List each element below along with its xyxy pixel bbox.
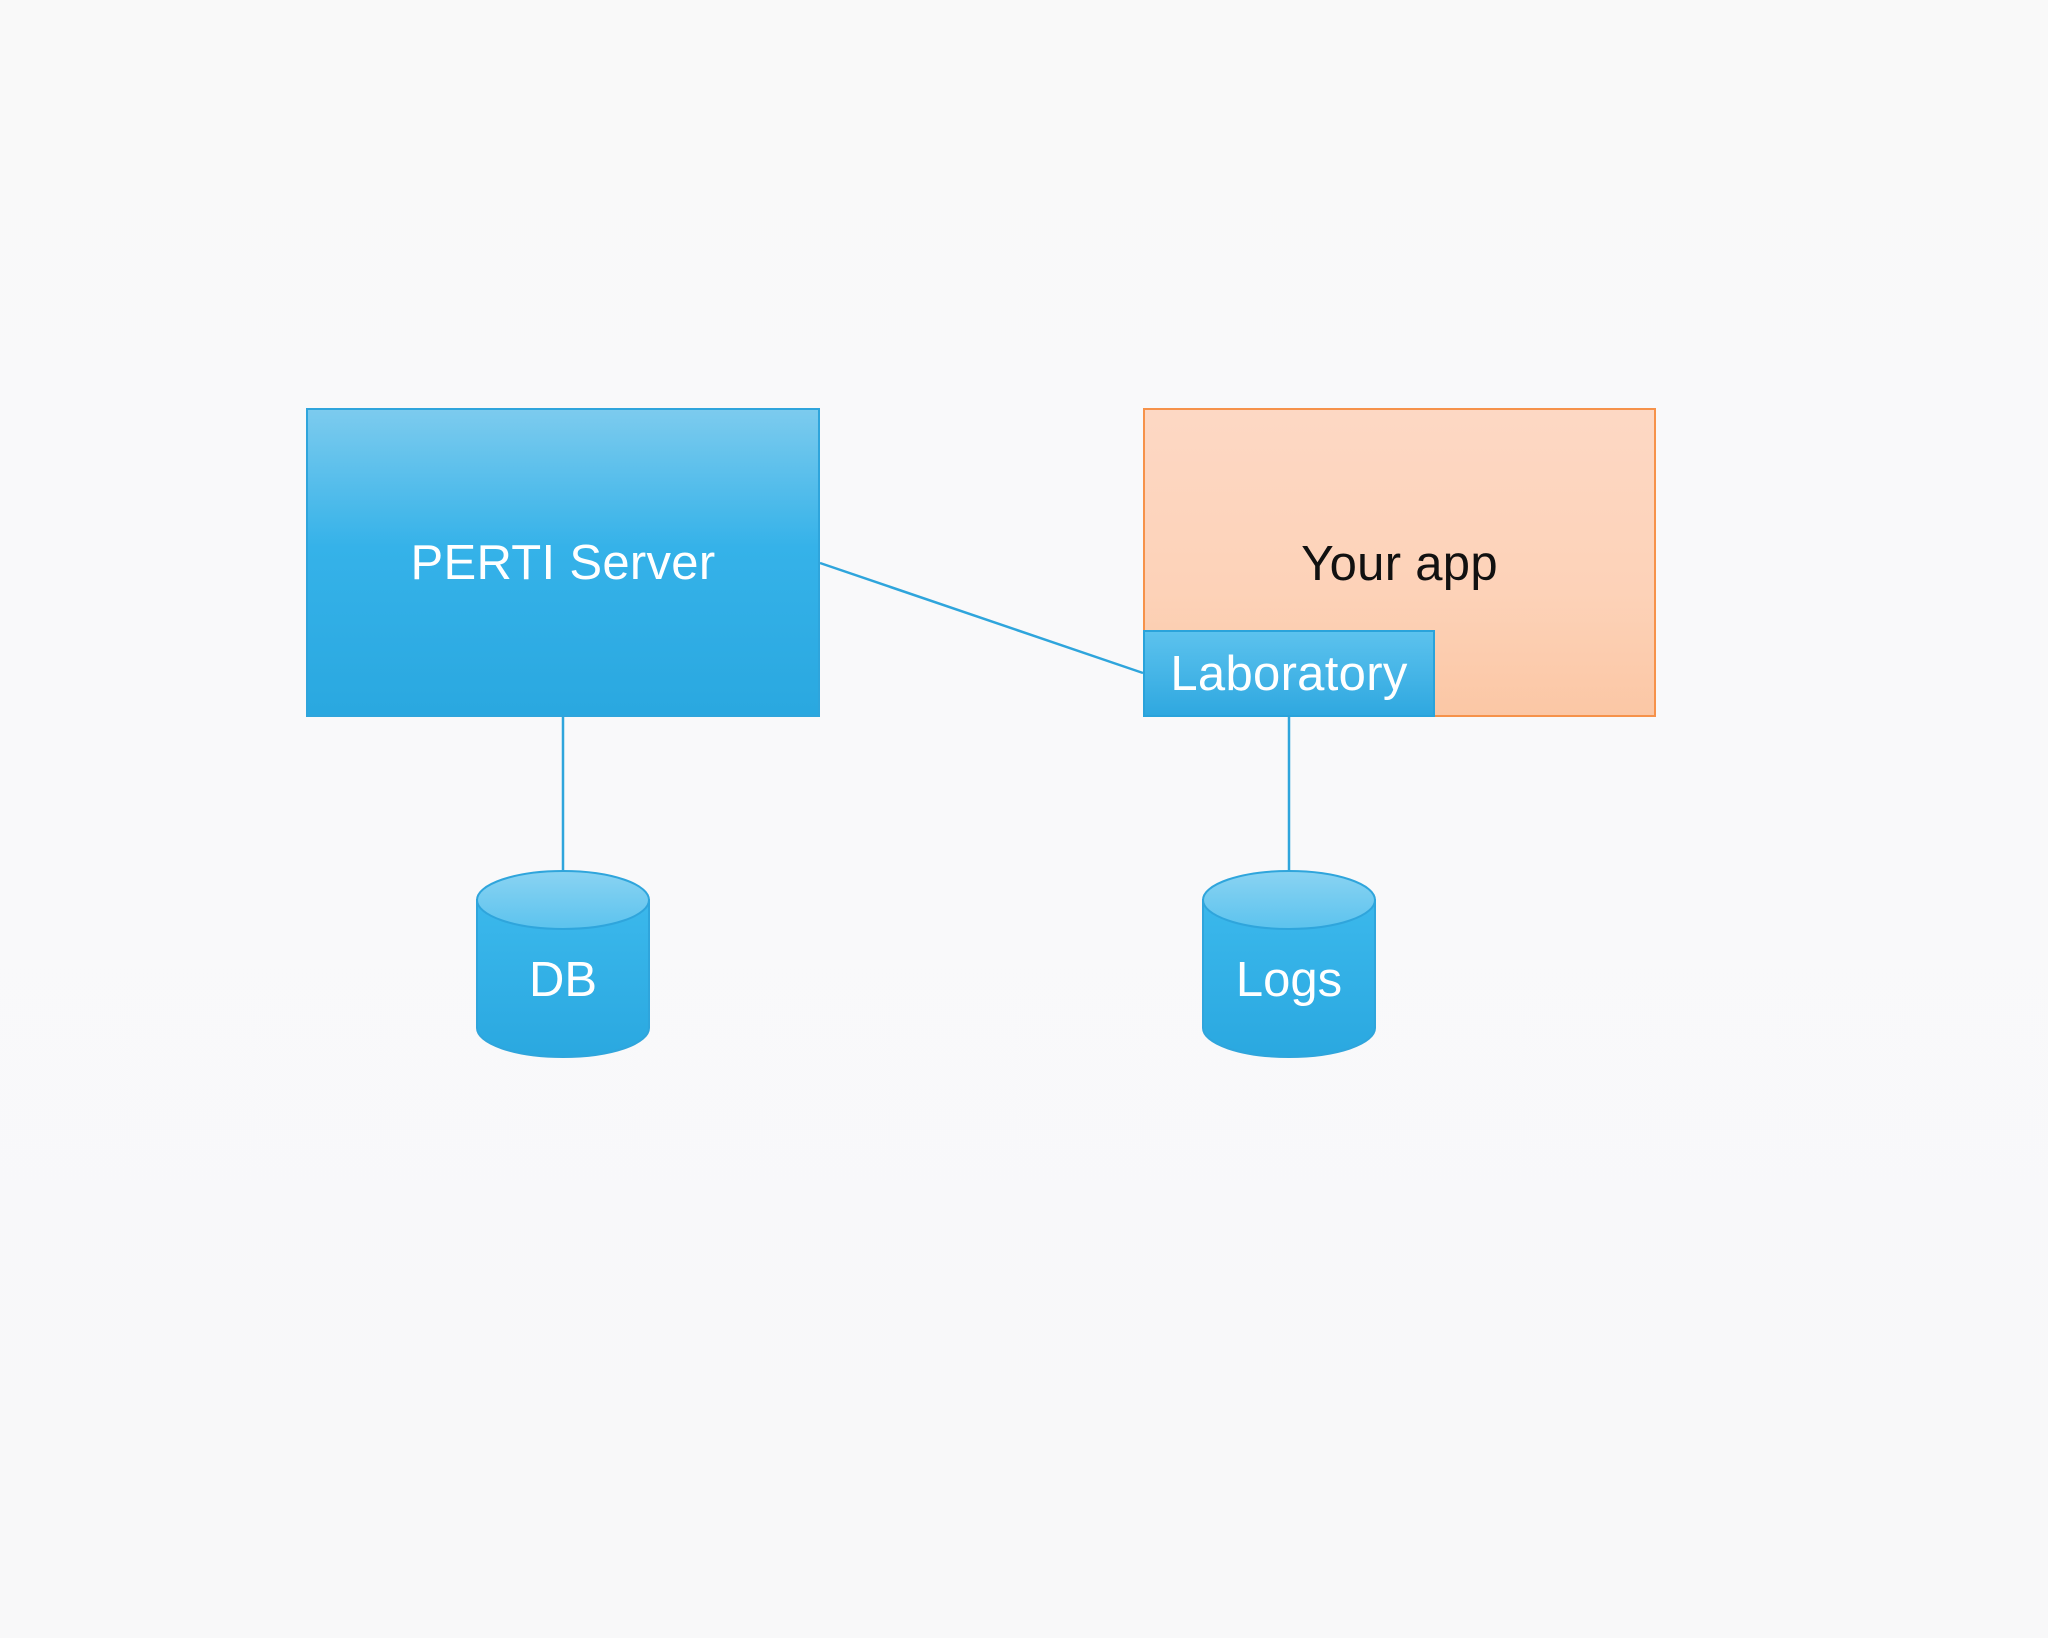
your-app-label: Your app [1301,537,1498,591]
db-cylinder-shape [476,870,650,1058]
laboratory-node: Laboratory [1143,630,1435,717]
laboratory-label: Laboratory [1170,646,1408,701]
logs-cylinder-shape [1202,870,1376,1058]
perti-server-label: PERTI Server [410,535,716,590]
db-label: DB [528,953,598,1007]
connector-server-laboratory [819,561,1144,675]
logs-label: Logs [1235,953,1343,1007]
perti-server-node: PERTI Server [306,408,820,717]
